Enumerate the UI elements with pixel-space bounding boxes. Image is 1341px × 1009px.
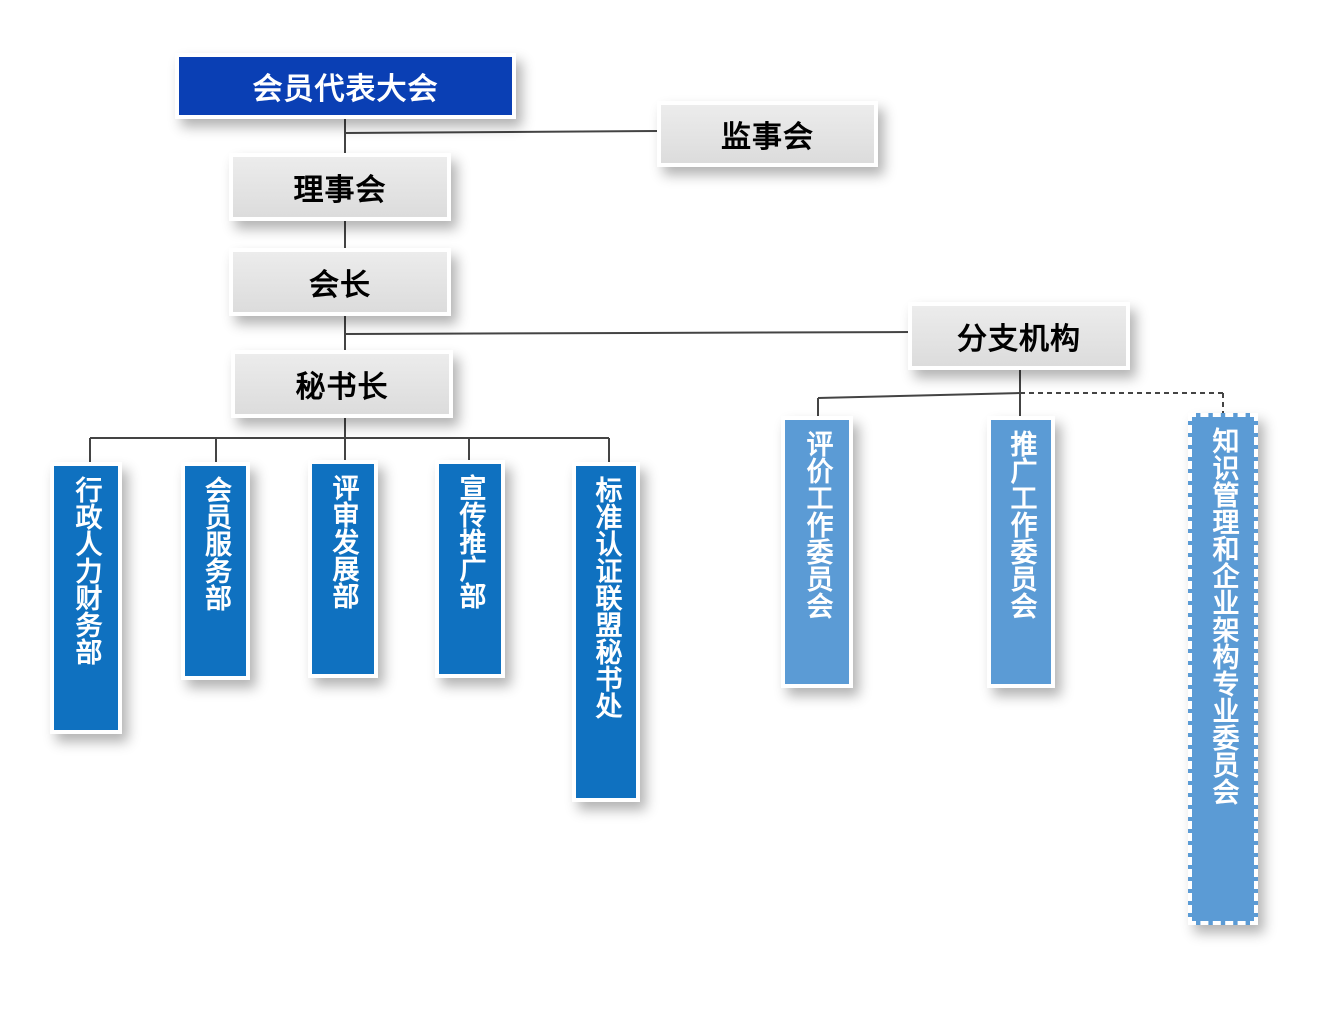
department-box: 标准认证联盟秘书处 xyxy=(572,462,640,802)
committee-box: 评价工作委员会 xyxy=(781,416,853,688)
branch-link xyxy=(344,331,913,335)
department-box: 评审发展部 xyxy=(308,460,378,678)
committee-label: 评价工作委员会 xyxy=(801,430,833,619)
council-box: 理事会 xyxy=(229,153,451,221)
congress-box: 会员代表大会 xyxy=(175,53,516,119)
congress-label: 会员代表大会 xyxy=(252,72,439,107)
department-label: 评审发展部 xyxy=(327,474,359,609)
secretary-general-box: 秘书长 xyxy=(231,350,453,418)
committee-bus xyxy=(817,392,1021,399)
committee-label: 推广工作委员会 xyxy=(1005,430,1037,619)
committee-box: 推广工作委员会 xyxy=(987,416,1055,688)
supervisor-link xyxy=(344,130,661,134)
council-label: 理事会 xyxy=(293,173,387,208)
department-label: 会员服务部 xyxy=(200,476,231,611)
department-box: 行政人力财务部 xyxy=(50,462,122,734)
branches-box: 分支机构 xyxy=(908,302,1130,370)
committee-label: 知识管理和企业架构专业委员会 xyxy=(1207,427,1239,805)
secretary-general-label: 秘书长 xyxy=(295,370,389,405)
department-label: 标准认证联盟秘书处 xyxy=(590,476,622,719)
president-box: 会长 xyxy=(229,248,451,316)
committee-box: 知识管理和企业架构专业委员会 xyxy=(1188,413,1258,925)
department-label: 行政人力财务部 xyxy=(70,476,102,665)
president-label: 会长 xyxy=(309,268,371,303)
department-label: 宣传推广部 xyxy=(454,474,486,609)
department-box: 宣传推广部 xyxy=(435,460,505,678)
department-box: 会员服务部 xyxy=(181,462,250,680)
branches-label: 分支机构 xyxy=(957,322,1081,357)
supervisors-box: 监事会 xyxy=(657,101,878,167)
supervisors-label: 监事会 xyxy=(721,120,814,155)
